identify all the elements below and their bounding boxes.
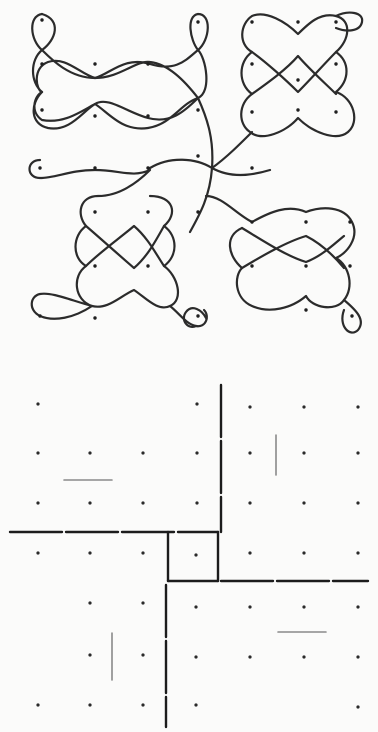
grid-dot — [248, 501, 251, 504]
kolam-dot — [40, 18, 43, 21]
grid-dot — [88, 601, 91, 604]
kolam-loop-top-right-ear — [336, 13, 362, 31]
grid-dot — [302, 405, 305, 408]
kolam-loop-bottom-right-cross — [242, 228, 344, 268]
grid-figure — [0, 345, 378, 732]
kolam-strokes — [30, 13, 363, 333]
grid-dot — [302, 451, 305, 454]
grid-dot — [248, 655, 251, 658]
kolam-dot — [348, 264, 351, 267]
kolam-dot — [146, 210, 149, 213]
grid-dot — [302, 605, 305, 608]
grid-dot — [36, 551, 39, 554]
grid-dot — [302, 551, 305, 554]
grid-dot — [88, 703, 91, 706]
grid-dot — [36, 451, 39, 454]
kolam-loop-bottom-right-outer — [206, 196, 354, 310]
kolam-dot — [250, 110, 253, 113]
grid-dots — [36, 402, 359, 708]
kolam-loop-top-left-ear — [42, 14, 55, 50]
kolam-dot — [38, 314, 41, 317]
grid-dot — [356, 551, 359, 554]
grid-dot — [36, 703, 39, 706]
grid-dot — [194, 553, 197, 556]
kolam-loop-bottom-left-cross — [86, 226, 164, 268]
kolam-loop-top-right-tail — [212, 132, 252, 168]
grid-dot — [248, 551, 251, 554]
grid-dot — [248, 451, 251, 454]
grid-dot — [141, 551, 144, 554]
kolam-dot — [40, 62, 43, 65]
kolam-dot — [250, 220, 253, 223]
kolam-dot — [146, 264, 149, 267]
grid-partition-lines — [10, 385, 368, 727]
grid-dot — [88, 653, 91, 656]
kolam-dot — [250, 166, 253, 169]
grid-dot — [356, 705, 359, 708]
grid-dot — [194, 655, 197, 658]
grid-dot — [141, 703, 144, 706]
kolam-loop-top-right-outer — [241, 14, 354, 136]
kolam-dot — [146, 114, 149, 117]
grid-dot — [141, 653, 144, 656]
kolam-dot — [304, 264, 307, 267]
kolam-dot — [250, 62, 253, 65]
grid-dot — [356, 655, 359, 658]
kolam-dot — [40, 108, 43, 111]
grid-dot — [302, 655, 305, 658]
grid-dot — [194, 703, 197, 706]
grid-dot — [88, 501, 91, 504]
kolam-dot — [334, 110, 337, 113]
grid-dot — [356, 451, 359, 454]
kolam-dot — [93, 62, 96, 65]
kolam-dot — [93, 316, 96, 319]
grid-dot — [141, 601, 144, 604]
grid-dot — [356, 501, 359, 504]
kolam-dot — [334, 20, 337, 23]
grid-dot — [248, 405, 251, 408]
kolam-dot — [146, 62, 149, 65]
grid-dot — [356, 605, 359, 608]
kolam-dot — [93, 210, 96, 213]
kolam-dot — [196, 108, 199, 111]
grid-dot — [195, 402, 198, 405]
kolam-dot — [334, 62, 337, 65]
kolam-dot — [196, 210, 199, 213]
kolam-dot — [196, 20, 199, 23]
kolam-dot — [196, 314, 199, 317]
kolam-dot — [250, 264, 253, 267]
kolam-dot — [146, 166, 149, 169]
kolam-loop-bottom-left-outer — [30, 160, 178, 307]
kolam-dot — [196, 154, 199, 157]
kolam-dot — [350, 314, 353, 317]
grid-dot — [302, 501, 305, 504]
grid-dot — [141, 451, 144, 454]
kolam-dot — [93, 114, 96, 117]
kolam-dot — [250, 20, 253, 23]
grid-dot — [195, 451, 198, 454]
grid-dot — [88, 551, 91, 554]
kolam-dot — [296, 78, 299, 81]
kolam-dot — [296, 20, 299, 23]
kolam-dot — [296, 108, 299, 111]
grid-dot — [36, 501, 39, 504]
grid-dot — [194, 605, 197, 608]
kolam-dot — [93, 264, 96, 267]
kolam-loop-top-right-cross — [252, 52, 336, 94]
grid-dot — [141, 501, 144, 504]
kolam-dot — [93, 166, 96, 169]
grid-dot — [88, 451, 91, 454]
kolam-dot — [304, 220, 307, 223]
grid-dot — [248, 605, 251, 608]
kolam-dot — [38, 166, 41, 169]
kolam-dot — [348, 220, 351, 223]
kolam-dots — [38, 18, 353, 319]
grid-dot — [195, 501, 198, 504]
grid-dot — [356, 405, 359, 408]
grid-dot — [36, 402, 39, 405]
kolam-figure — [0, 0, 378, 345]
kolam-dot — [304, 308, 307, 311]
